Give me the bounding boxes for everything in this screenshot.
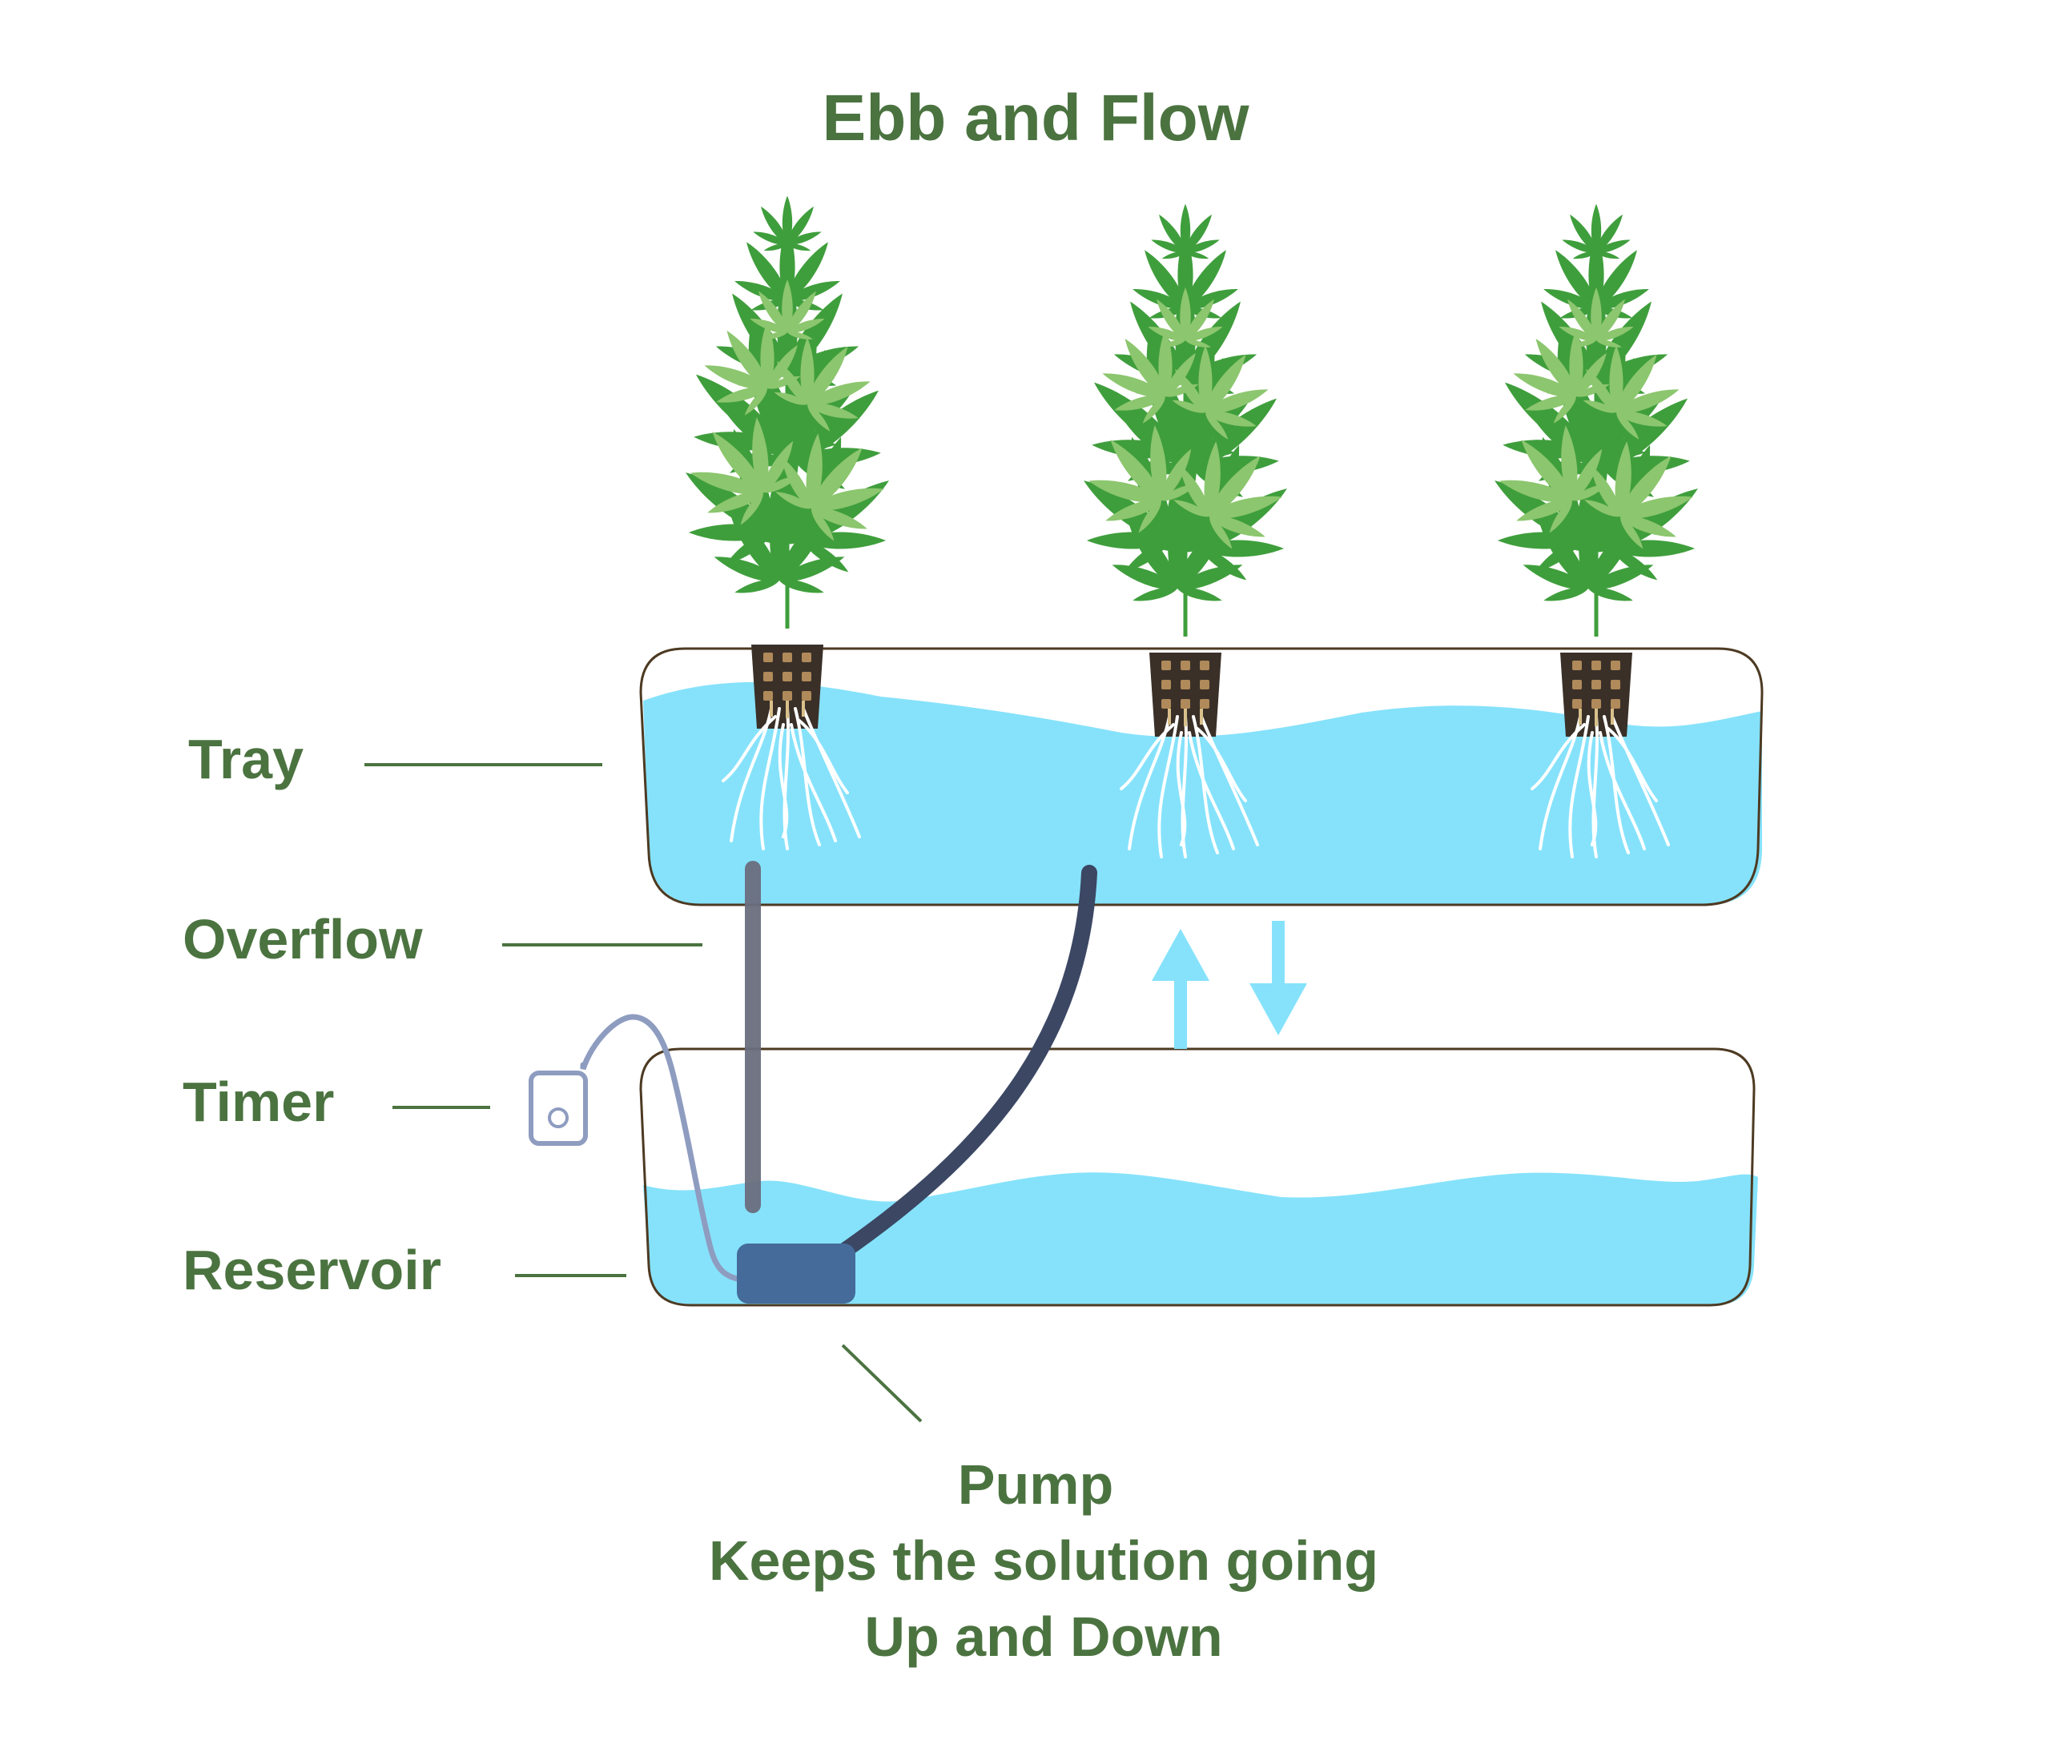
reservoir-water xyxy=(643,1172,1758,1305)
up-arrow-icon xyxy=(1152,929,1209,1049)
pump-caption-line-3: Up and Down xyxy=(864,1605,1222,1668)
down-arrow-icon xyxy=(1249,921,1307,1035)
pump-caption-title: Pump xyxy=(958,1453,1113,1516)
timer-label: Timer xyxy=(183,1071,334,1133)
reservoir-label: Reservoir xyxy=(183,1239,441,1301)
overflow-label: Overflow xyxy=(183,908,423,970)
tray-outline xyxy=(639,647,1764,906)
timer-cord xyxy=(580,1014,772,1284)
pump-body xyxy=(737,1244,855,1304)
tray-water xyxy=(643,681,1762,905)
reservoir xyxy=(639,1047,1758,1307)
reservoir-outline xyxy=(639,1047,1756,1307)
tray xyxy=(639,647,1764,906)
timer-icon xyxy=(548,1107,569,1128)
pump-caption-line-2: Keeps the solution going xyxy=(709,1529,1378,1592)
pump-leader-line xyxy=(841,1344,923,1423)
tray-label: Tray xyxy=(188,728,304,790)
diagram-title: Ebb and Flow xyxy=(823,82,1249,155)
inlet-hose xyxy=(833,865,1097,1261)
